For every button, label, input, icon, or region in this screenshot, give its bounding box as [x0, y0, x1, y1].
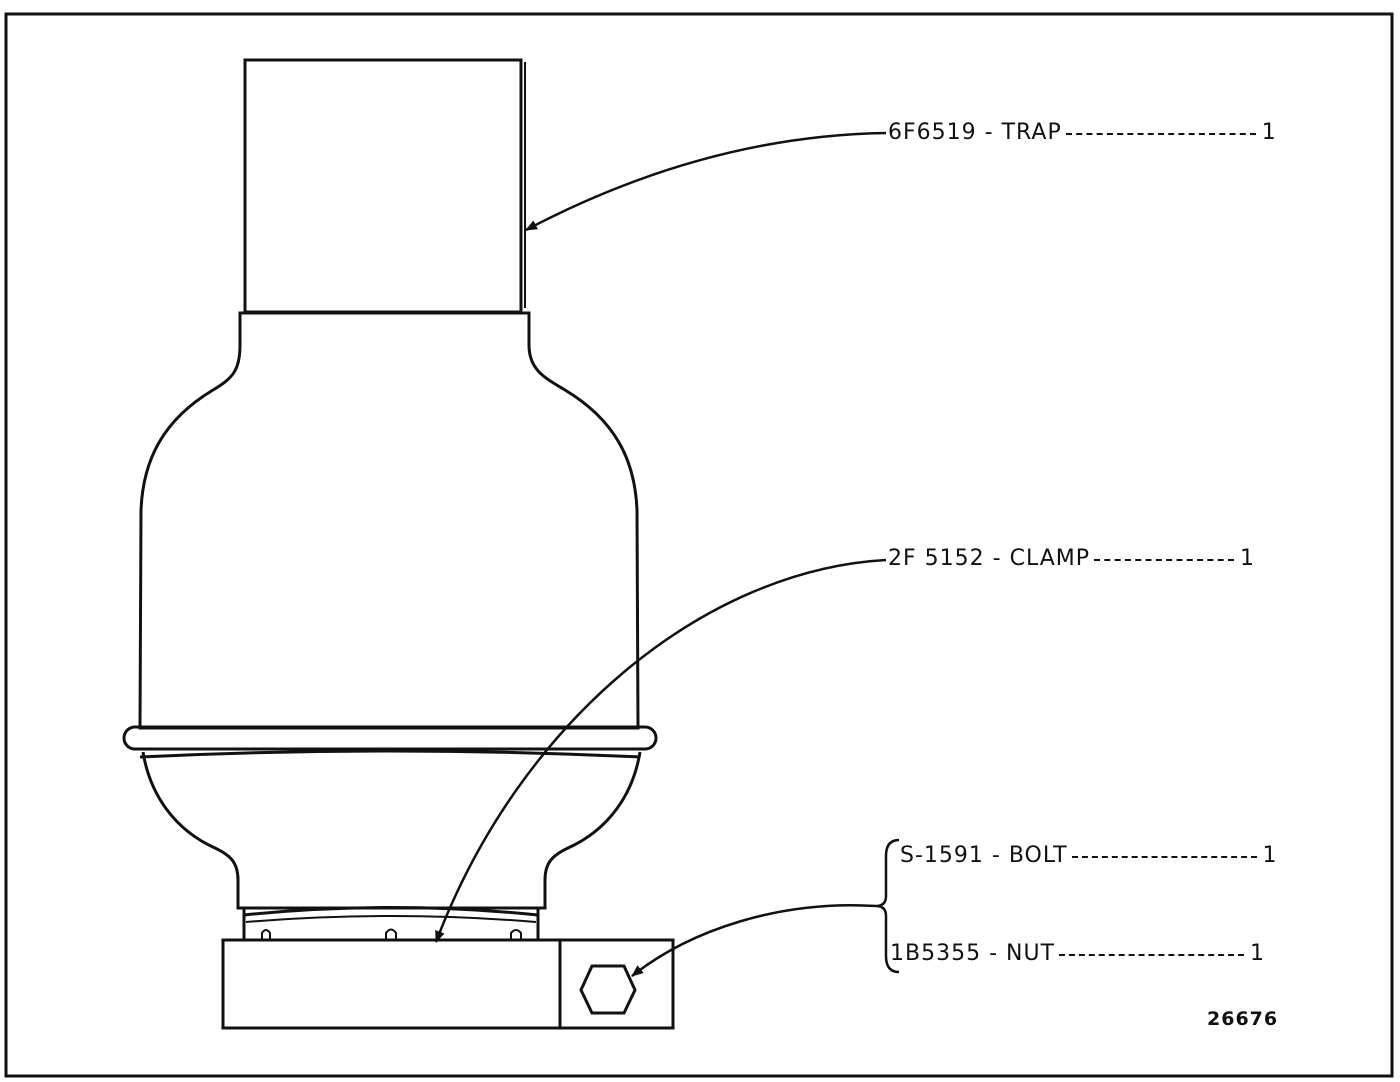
clamp-leader-line	[434, 558, 887, 943]
trap-part-number: 6F6519	[888, 120, 977, 145]
trap-outlet-neck	[242, 906, 540, 940]
hex-nut	[579, 964, 637, 1015]
clamp-body	[221, 938, 562, 1030]
nut-quantity: 1	[1250, 941, 1266, 966]
clamp-part-name: CLAMP	[1009, 546, 1090, 571]
nut-dashed-leader	[1059, 954, 1245, 956]
clamp-studs	[261, 928, 522, 940]
bolt-dashed-leader	[1071, 856, 1257, 858]
clamp-quantity: 1	[1240, 546, 1255, 571]
trap-leader-line	[525, 131, 887, 232]
trap-top-tube	[243, 58, 526, 314]
trap-body	[138, 311, 640, 730]
nut-part-number: 1B5355	[890, 941, 982, 966]
drawing-reference-number: 26676	[1207, 1008, 1279, 1030]
clamp-end-block	[558, 938, 675, 1030]
bolt-part-number: S-1591	[900, 843, 984, 868]
clamp-dashed-leader	[1094, 559, 1234, 561]
page-border	[4, 12, 1394, 1078]
trap-quantity: 1	[1261, 120, 1277, 145]
nut-part-name: NUT	[1006, 941, 1056, 966]
trap-part-name: TRAP	[1001, 120, 1062, 145]
trap-rim-band	[122, 725, 658, 759]
trap-lower-bowl	[141, 751, 642, 910]
trap-dashed-leader	[1065, 133, 1256, 135]
bolt-quantity: 1	[1262, 843, 1278, 868]
clamp-part-number: 2F 5152	[888, 546, 985, 571]
nut-leader-line	[631, 904, 877, 977]
bolt-part-name: BOLT	[1008, 843, 1068, 868]
